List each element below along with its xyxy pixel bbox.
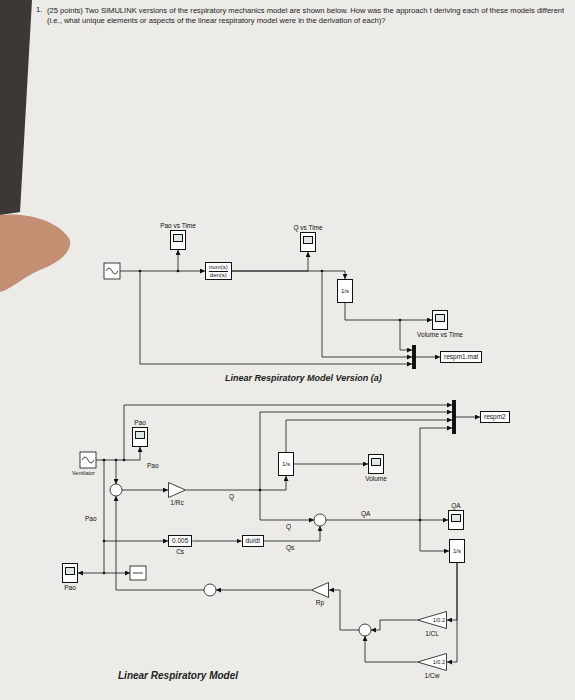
signal-line xyxy=(192,541,241,542)
signal-line xyxy=(186,476,286,490)
signal-name: Q xyxy=(228,493,235,500)
scope-icon xyxy=(132,427,148,447)
integrator-block: 1/s xyxy=(278,452,294,476)
signal-line xyxy=(345,303,432,320)
block-name: Ventilator xyxy=(72,470,95,476)
gain-shape: 1/0.2 xyxy=(417,653,447,671)
scope-icon xyxy=(368,454,384,474)
gain-shape: 0.005 xyxy=(168,535,192,546)
signal-name: Q xyxy=(285,523,292,530)
block-label: 1/0.2 xyxy=(433,617,445,623)
scope-block: QA xyxy=(448,501,464,530)
block-label: 1/s xyxy=(453,548,461,555)
block-label: Volume vs Time xyxy=(417,331,463,338)
block-label: du/dt xyxy=(246,537,260,544)
junctions-a xyxy=(139,270,416,369)
block-label: Rp xyxy=(316,599,324,606)
block-label: Pao xyxy=(64,584,76,591)
scope-screen xyxy=(451,514,461,522)
signal-name: Qs xyxy=(285,544,295,551)
signal-name: Pao xyxy=(84,515,98,522)
block-label: Cs xyxy=(176,548,184,555)
gain-outline xyxy=(312,583,329,598)
to-file-block: respm1.mat xyxy=(440,351,482,362)
block-label: 1/s xyxy=(341,288,349,295)
block-label: 1/Cw xyxy=(425,672,440,679)
gain-block: 1/0.2 1/Cw xyxy=(417,653,447,680)
signal-line xyxy=(447,563,457,662)
scope-block: Volume vs Time xyxy=(417,310,463,339)
block-label: 1/s xyxy=(282,461,290,468)
wires-a xyxy=(104,250,440,364)
scope-block: Q vs Time xyxy=(293,223,322,252)
transfer-function-block: num(s)den(s) xyxy=(205,262,232,280)
signal-line xyxy=(232,271,345,279)
integrator-block: 1/s xyxy=(337,279,353,303)
dark-edge xyxy=(0,0,32,215)
scope-block: Pao vs Time xyxy=(160,221,196,250)
block-label: QA xyxy=(451,502,460,509)
figure-caption: Linear Respiratory Model xyxy=(118,670,238,681)
hand xyxy=(0,214,70,292)
block-label: 1/0.2 xyxy=(433,659,445,665)
scope-block: Pao xyxy=(132,418,148,447)
signal-line xyxy=(232,252,308,271)
block-label: Pao vs Time xyxy=(160,222,196,229)
scope-block: Volume xyxy=(365,454,387,483)
gain-outline xyxy=(418,654,447,671)
scope-screen xyxy=(173,234,183,242)
gain-block: 1/0.2 1/CL xyxy=(417,611,447,638)
figure-caption: Linear Respiratory Model Version (a) xyxy=(225,374,382,384)
derivative-block: du/dt xyxy=(242,535,264,546)
question-number: 1. xyxy=(36,6,42,14)
block-label: num(s) xyxy=(209,264,228,272)
block-label: 1/CL xyxy=(425,630,439,637)
question-text: (25 points) Two SIMULINK versions of the… xyxy=(47,6,567,26)
gain-shape: 1/0.2 xyxy=(417,611,447,629)
scope-icon xyxy=(62,563,78,583)
block-label: Q vs Time xyxy=(293,224,322,231)
scope-screen xyxy=(435,314,445,322)
scope-screen xyxy=(135,431,145,439)
block-label: Pao xyxy=(134,419,146,426)
integrator-block: 1/s xyxy=(449,539,465,563)
scope-icon xyxy=(170,230,186,250)
gain-block: Rp xyxy=(311,582,329,607)
scope-block: Pao xyxy=(62,563,78,592)
block-label: den(s) xyxy=(210,272,227,279)
block-label: 1/Rc xyxy=(170,499,183,506)
gain-outline xyxy=(169,483,186,498)
block-label: 0.005 xyxy=(172,537,188,544)
signal-name: QA xyxy=(360,510,371,517)
scope-icon xyxy=(432,310,448,330)
gain-block: 1/Rc xyxy=(168,482,186,507)
scope-screen xyxy=(303,236,313,244)
signal-name: Pao xyxy=(146,462,160,469)
scope-screen xyxy=(65,567,75,575)
block-label: respm2 xyxy=(484,413,506,420)
wires-b xyxy=(78,405,480,662)
gain-triangle xyxy=(168,482,186,498)
junctions-b xyxy=(103,400,456,574)
gain-triangle xyxy=(311,582,329,598)
scope-screen xyxy=(371,458,381,466)
block-label: respm1.mat xyxy=(444,353,478,360)
block-label: Volume xyxy=(365,475,387,482)
scope-icon xyxy=(300,232,316,252)
to-file-block: respm2 xyxy=(480,411,510,422)
signal-line xyxy=(447,563,457,620)
gain-block: 0.005Cs xyxy=(168,535,192,555)
signal-line xyxy=(294,464,368,465)
scope-icon xyxy=(448,510,464,530)
gain-outline xyxy=(418,612,447,629)
